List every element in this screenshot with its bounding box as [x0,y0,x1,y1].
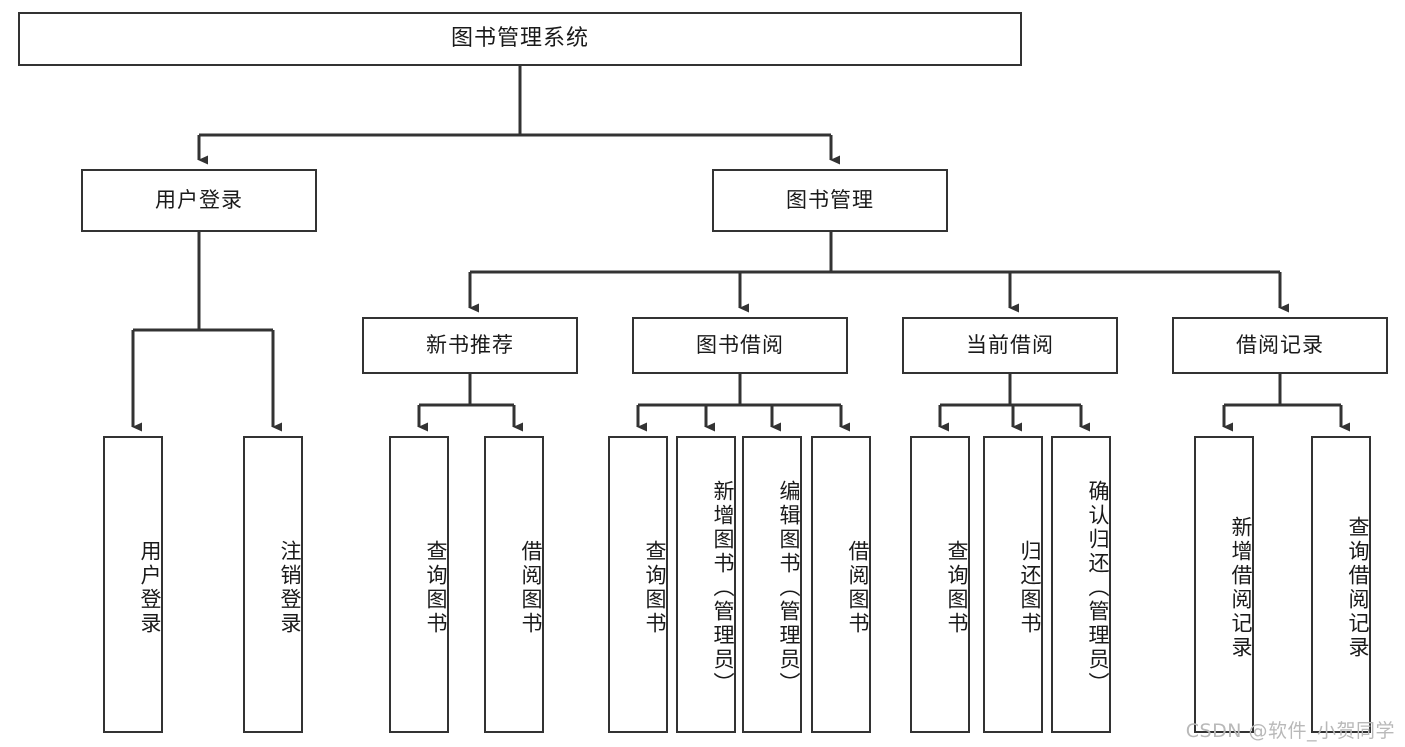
leaf-logout[interactable]: 注销登录 [243,436,303,733]
node-book-borrow[interactable]: 图书借阅 [632,317,848,374]
node-label: 新书推荐 [426,332,514,357]
node-label: 图书管理系统 [450,25,589,51]
leaf-return-book[interactable]: 归还图书 [983,436,1043,733]
node-label: 查询借阅记录 [1346,515,1370,660]
leaf-query-book-1[interactable]: 查询图书 [389,436,449,733]
leaf-query-book-3[interactable]: 查询图书 [910,436,970,733]
node-label: 归还图书 [1018,539,1042,636]
leaf-confirm-return-admin[interactable]: 确认归还（管理员） [1051,436,1111,733]
node-label: 借阅图书 [846,539,870,636]
leaf-add-borrow-record[interactable]: 新增借阅记录 [1194,436,1254,733]
leaf-add-book-admin[interactable]: 新增图书（管理员） [676,436,736,733]
leaf-edit-book-admin[interactable]: 编辑图书（管理员） [742,436,802,733]
node-label: 借阅记录 [1236,332,1324,357]
leaf-borrow-book-1[interactable]: 借阅图书 [484,436,544,733]
node-label: 确认归还（管理员） [1086,479,1110,696]
node-book-management-system[interactable]: 图书管理系统 [18,12,1022,66]
csdn-watermark: CSDN @软件_小贺同学 [1185,720,1395,742]
node-label: 新增图书（管理员） [711,479,735,696]
node-borrow-record[interactable]: 借阅记录 [1172,317,1388,374]
node-label: 用户登录 [155,187,243,212]
node-label: 注销登录 [278,539,302,636]
node-label: 查询图书 [945,539,969,636]
node-user-login[interactable]: 用户登录 [81,169,317,232]
leaf-query-book-2[interactable]: 查询图书 [608,436,668,733]
node-label: 用户登录 [138,539,162,636]
node-label: 查询图书 [424,539,448,636]
leaf-user-login[interactable]: 用户登录 [103,436,163,733]
node-current-borrow[interactable]: 当前借阅 [902,317,1118,374]
leaf-query-borrow-record[interactable]: 查询借阅记录 [1311,436,1371,733]
node-label: 图书借阅 [696,332,784,357]
node-label: 编辑图书（管理员） [777,479,801,696]
node-label: 新增借阅记录 [1229,515,1253,660]
node-new-book-recommend[interactable]: 新书推荐 [362,317,578,374]
node-label: 查询图书 [643,539,667,636]
node-book-management[interactable]: 图书管理 [712,169,948,232]
node-label: 当前借阅 [966,332,1054,357]
leaf-borrow-book-2[interactable]: 借阅图书 [811,436,871,733]
node-label: 图书管理 [786,187,874,212]
node-label: 借阅图书 [519,539,543,636]
